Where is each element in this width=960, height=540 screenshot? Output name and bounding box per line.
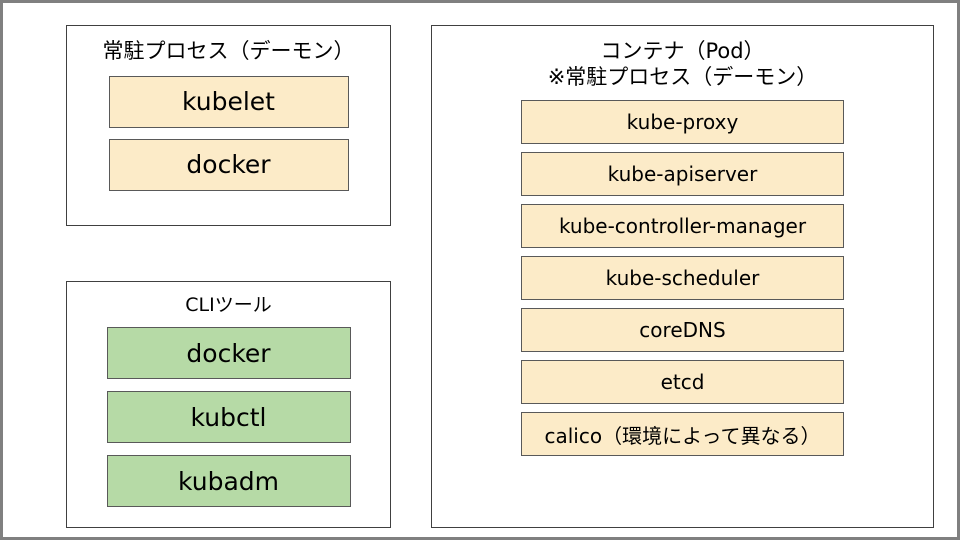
panel-container-pod: コンテナ（Pod） ※常駐プロセス（デーモン） kube-proxy kube-… <box>431 25 934 528</box>
item-box-kube-proxy: kube-proxy <box>521 100 844 145</box>
item-box-kube-apiserver: kube-apiserver <box>521 152 844 197</box>
item-box-calico: calico（環境によって異なる） <box>521 412 844 457</box>
item-box-docker: docker <box>108 138 349 191</box>
panel-cli-item-list: docker kubctl kubadm <box>67 327 390 519</box>
panel-daemon-processes: 常駐プロセス（デーモン） kubelet docker <box>66 25 391 226</box>
item-box-kubelet: kubelet <box>108 75 349 128</box>
item-box-kubctl: kubctl <box>106 391 351 444</box>
panel-pod-item-list: kube-proxy kube-apiserver kube-controlle… <box>432 100 933 464</box>
panel-cli-title: CLIツール <box>185 294 272 316</box>
panel-pod-title: コンテナ（Pod） ※常駐プロセス（デーモン） <box>547 39 818 89</box>
item-box-coredns: coreDNS <box>521 308 844 353</box>
item-box-kube-controller-manager: kube-controller-manager <box>521 204 844 249</box>
panel-daemon-title: 常駐プロセス（デーモン） <box>102 39 355 63</box>
panel-daemon-item-list: kubelet docker <box>67 75 390 202</box>
item-box-kubadm: kubadm <box>106 455 351 508</box>
item-box-docker-cli: docker <box>106 327 351 380</box>
item-box-kube-scheduler: kube-scheduler <box>521 256 844 301</box>
panel-cli-tools: CLIツール docker kubctl kubadm <box>66 281 391 528</box>
item-box-etcd: etcd <box>521 360 844 405</box>
